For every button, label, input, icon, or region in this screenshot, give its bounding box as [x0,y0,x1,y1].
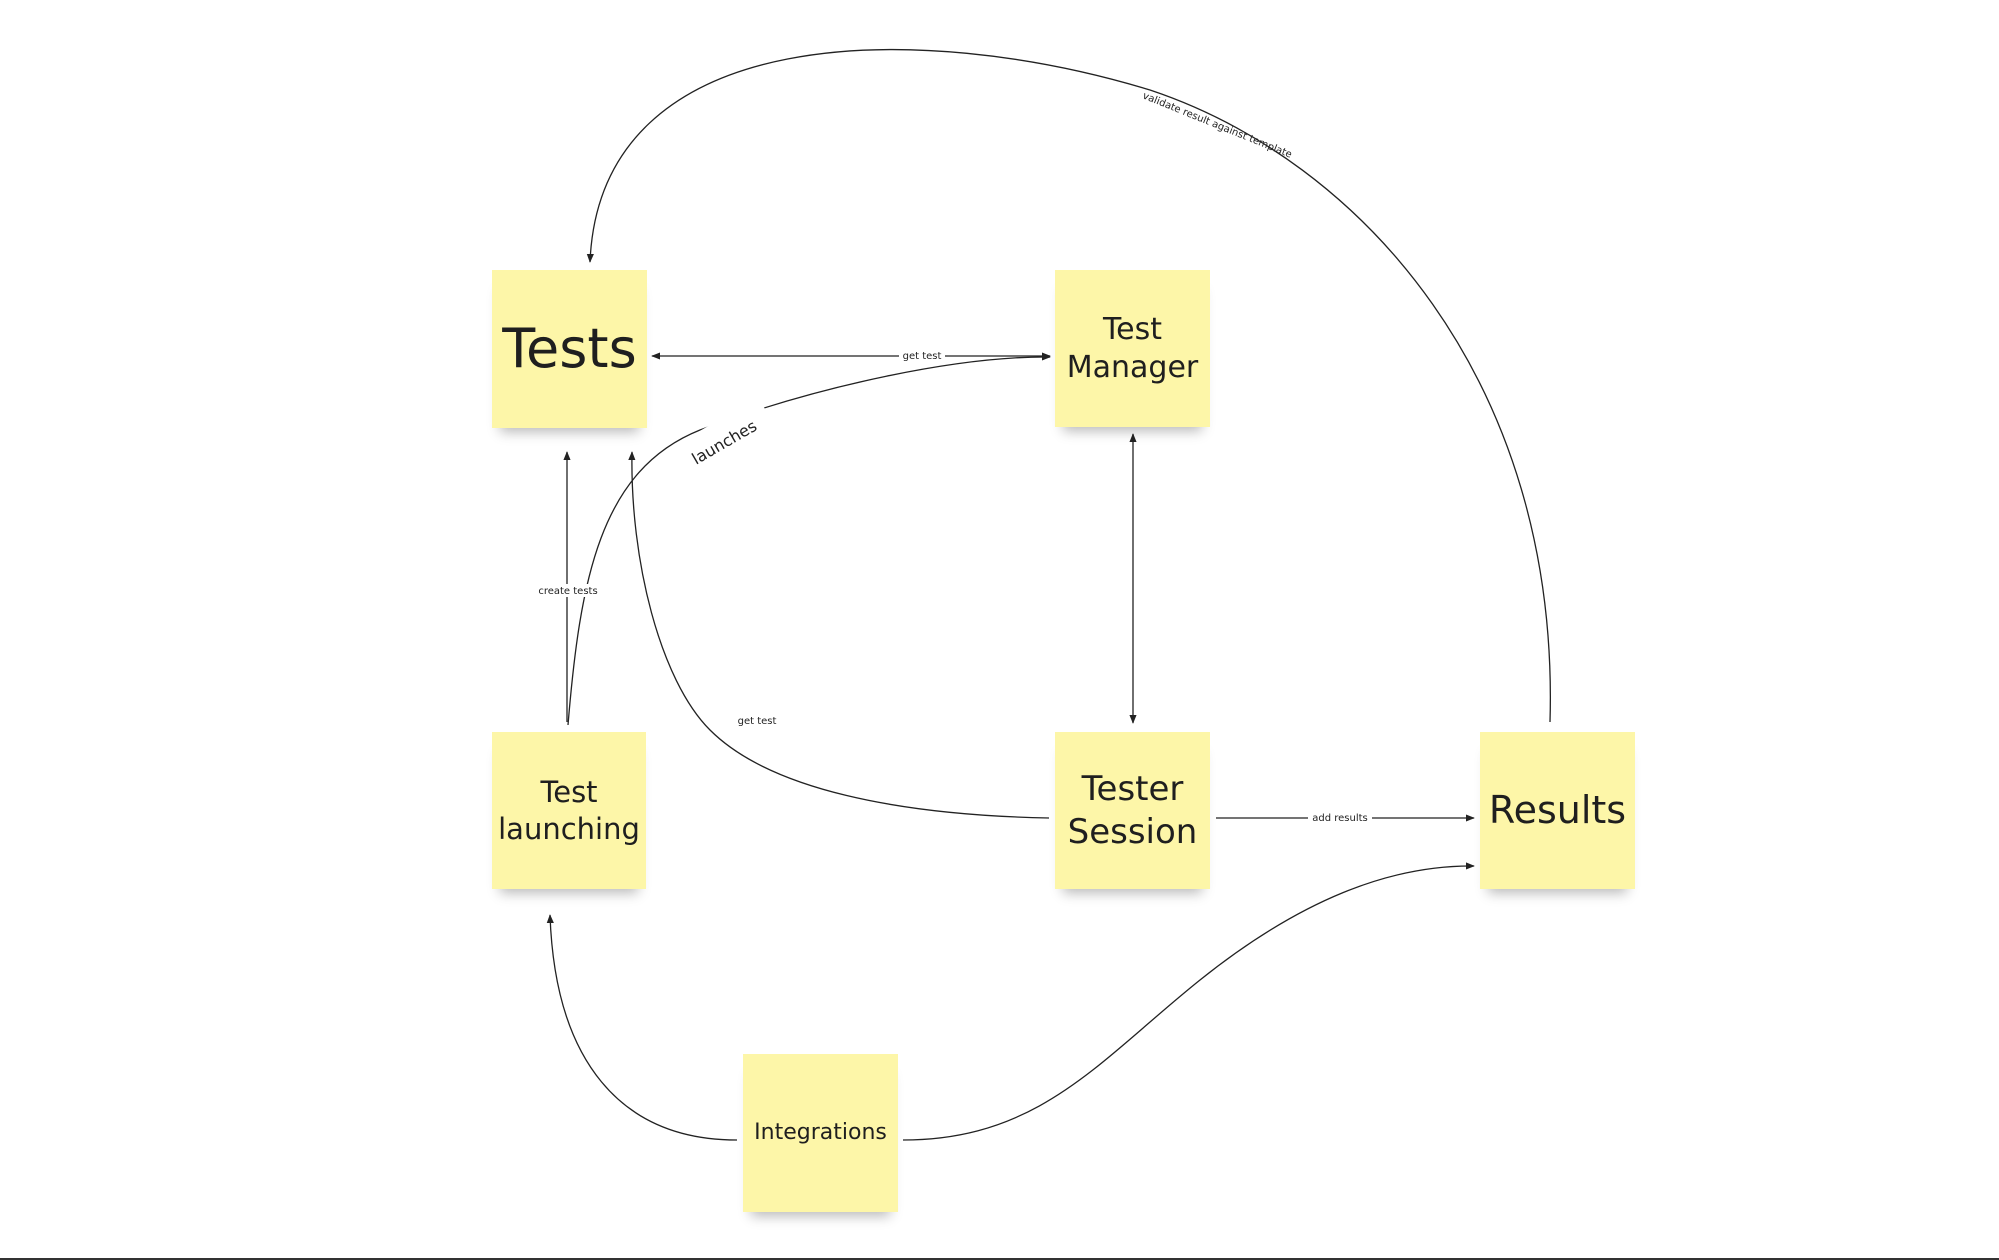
edge-label-add-results: add results [1312,813,1368,824]
bottom-divider [0,1258,1999,1260]
edge-validate-result[interactable] [586,48,1551,723]
note-test-launching[interactable]: Test launching [492,732,646,889]
edge-label-validate: validate result against template [1141,91,1293,161]
edge-label-bg [734,714,780,727]
note-integrations-label: Integrations [754,1120,887,1146]
edge-label-bg [899,349,945,362]
note-results[interactable]: Results [1480,732,1635,889]
note-test-manager-label: Test Manager [1066,312,1199,385]
note-tests-label: Tests [502,317,637,381]
note-tests[interactable]: Tests [492,270,647,428]
edge-label-get-test-bottom: get test [738,716,777,727]
edge-label-bg [688,397,768,453]
note-test-launching-label: Test launching [498,775,640,846]
edge-label-bg [1308,811,1372,824]
edge-label-create-tests: create tests [538,586,597,597]
note-integrations[interactable]: Integrations [743,1054,898,1212]
edge-launches[interactable] [567,353,1051,726]
note-results-label: Results [1488,787,1627,832]
edge-integrations-launching[interactable] [546,914,738,1141]
note-tester-session[interactable]: Tester Session [1055,732,1210,889]
edge-label-get-test-top: get test [903,351,942,362]
edge-integrations-results[interactable] [902,862,1475,1141]
note-test-manager[interactable]: Test Manager [1055,270,1210,427]
note-tester-session-label: Tester Session [1067,769,1198,852]
edge-get-test-session-tests[interactable] [628,451,1050,819]
edge-label-bg [537,584,599,597]
